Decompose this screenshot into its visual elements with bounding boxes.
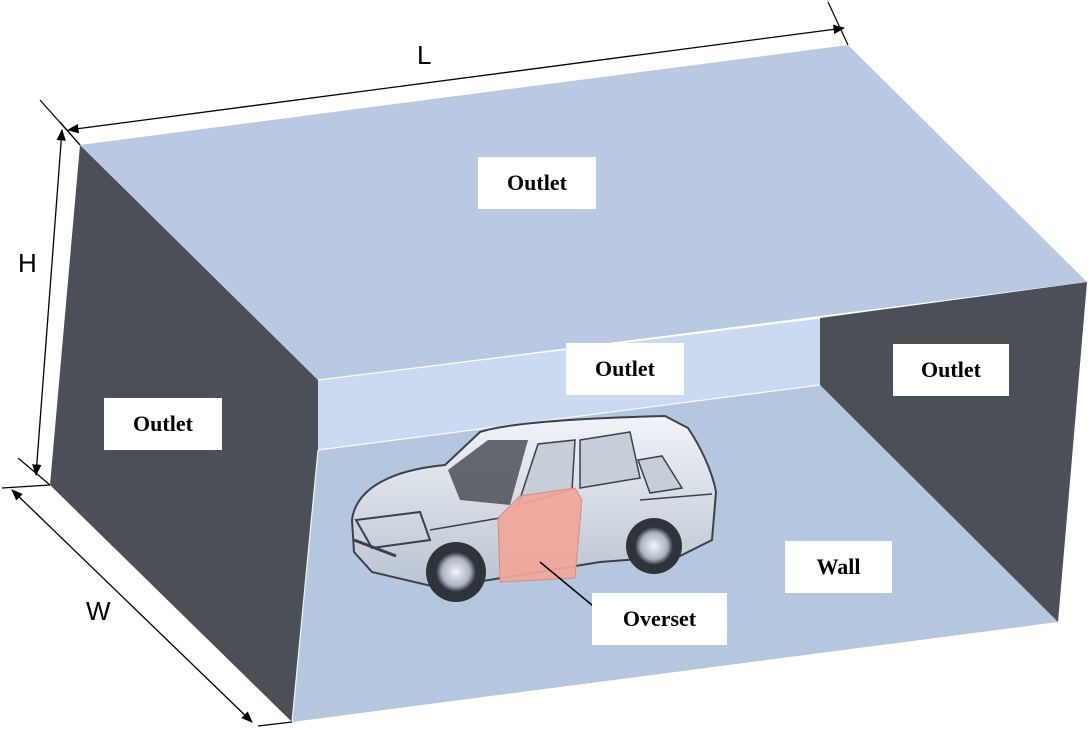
top-outlet-label: Outlet [478, 157, 596, 209]
left-outlet-label: Outlet [104, 398, 222, 450]
floor-wall-label: Wall [785, 541, 892, 593]
height-label: H [18, 248, 37, 278]
width-dimension [1, 484, 293, 727]
rear-wheel [626, 518, 682, 574]
overset-label: Overset [592, 593, 727, 645]
right-wall-face [820, 282, 1087, 622]
right-outlet-label: Outlet [893, 344, 1009, 396]
width-label: W [86, 596, 111, 626]
front-wheel [426, 542, 486, 602]
height-dimension [17, 99, 81, 486]
back-outlet-label: Outlet [566, 343, 684, 395]
car-model [350, 414, 718, 602]
length-label: L [417, 40, 432, 70]
overset-region [497, 487, 583, 583]
